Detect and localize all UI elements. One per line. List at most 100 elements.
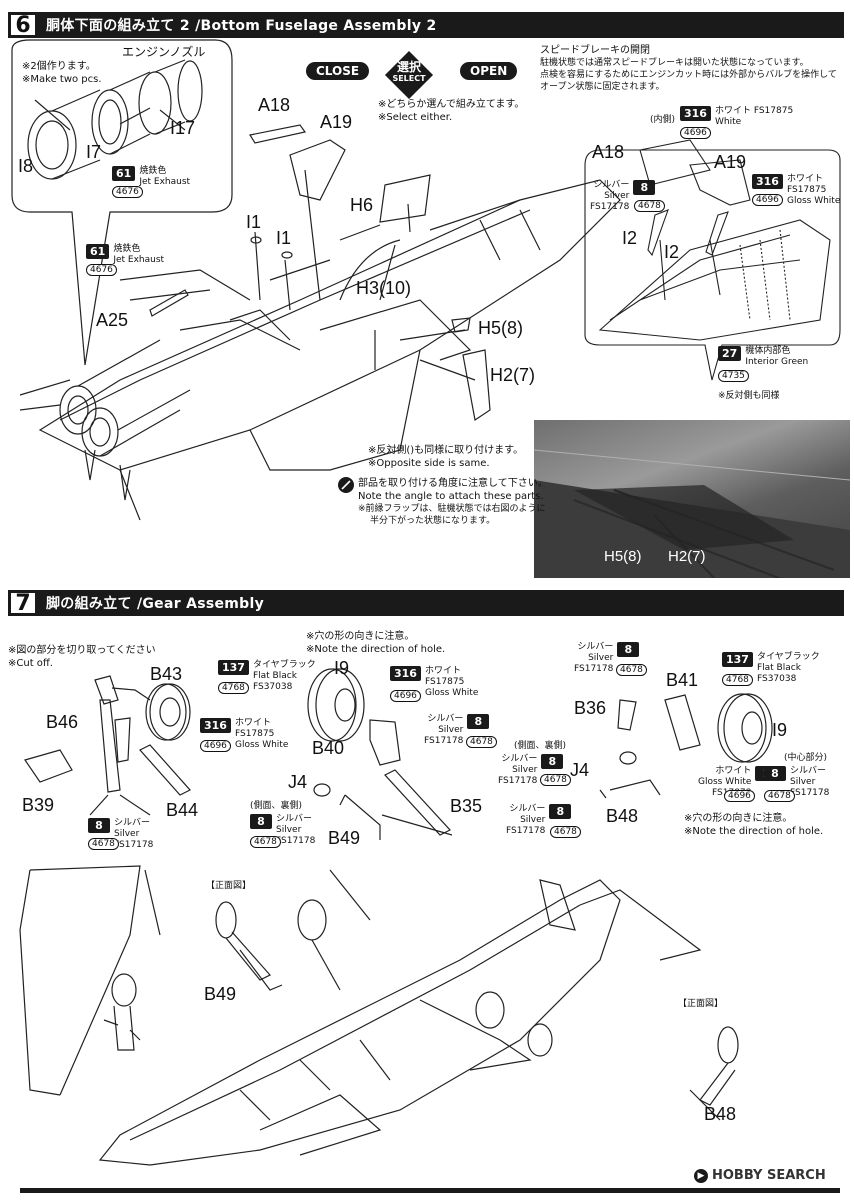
paint-en: Silver bbox=[438, 725, 464, 735]
paint-jp: ホワイト FS17875 bbox=[714, 106, 794, 116]
paint-fs: FS17178 bbox=[506, 826, 546, 836]
paint-jp: シルバー bbox=[577, 642, 614, 652]
part-a19-right: A19 bbox=[714, 152, 747, 172]
paint-en2: Gloss White bbox=[424, 688, 479, 698]
opposite-short: ※反対側も同様 bbox=[718, 391, 780, 401]
paint-en: White bbox=[714, 117, 742, 127]
step-6-header: 6 胴体下面の組み立て 2 /Bottom Fuselage Assembly … bbox=[8, 12, 844, 38]
paint-code: 4696 bbox=[680, 127, 711, 139]
paint-num: 316 bbox=[680, 106, 711, 121]
paint-en: Silver bbox=[512, 765, 538, 775]
part-b43: B43 bbox=[150, 664, 183, 684]
paint-fs: FS37038 bbox=[252, 682, 293, 692]
side-back-label-2: (側面、裏側) bbox=[514, 741, 567, 751]
part-a19: A19 bbox=[320, 112, 353, 132]
paint-jp: タイヤブラック bbox=[252, 660, 316, 670]
part-b41: B41 bbox=[666, 670, 699, 690]
part-a25: A25 bbox=[96, 310, 129, 330]
part-i17: I17 bbox=[170, 118, 196, 138]
paint-en: Jet Exhaust bbox=[139, 177, 191, 187]
paint-num: 61 bbox=[86, 244, 110, 259]
hole-note-jp-2: ※穴の形の向きに注意。 bbox=[684, 813, 793, 824]
paint-code: 4768 bbox=[218, 682, 249, 694]
paint-code: 4678 bbox=[250, 836, 281, 848]
paint-en: FS17875 bbox=[234, 729, 275, 739]
part-b39: B39 bbox=[22, 795, 55, 815]
part-b49-front: B49 bbox=[204, 984, 237, 1004]
step-7-number: 7 bbox=[8, 590, 38, 616]
paint-code: 4678 bbox=[634, 200, 665, 212]
part-h2: H2(7) bbox=[490, 365, 536, 385]
hobby-search-logo-icon: ▶ bbox=[694, 1168, 708, 1183]
part-b48-front: B48 bbox=[704, 1104, 737, 1124]
hole-note-jp: ※穴の形の向きに注意。 bbox=[306, 631, 415, 642]
part-h6: H6 bbox=[350, 195, 374, 215]
opposite-en: ※Opposite side is same. bbox=[368, 458, 490, 469]
paint-fs: FS17178 bbox=[590, 202, 630, 212]
part-a18: A18 bbox=[258, 95, 291, 115]
paint-en: FS17875 bbox=[424, 677, 465, 687]
paint-num: 8 bbox=[633, 180, 656, 195]
paint-code: 4735 bbox=[718, 370, 749, 382]
paint-num: 8 bbox=[541, 754, 564, 769]
paint-en: Silver bbox=[520, 815, 546, 825]
speedbrake-line-1: 駐機状態では通常スピードブレーキは開いた状態になっています。 bbox=[540, 58, 809, 68]
step-7-header: 7 脚の組み立て /Gear Assembly bbox=[8, 590, 844, 616]
front-view-label-2: 【正面図】 bbox=[678, 999, 724, 1009]
bottom-rule bbox=[20, 1188, 840, 1193]
part-h5: H5(8) bbox=[478, 318, 524, 338]
paint-jp: シルバー bbox=[276, 814, 313, 824]
flap-photo: H5(8) H2(7) bbox=[534, 420, 850, 578]
paint-jp: 機体内部色 bbox=[745, 346, 791, 356]
flap-line-1: ※前縁フラップは、駐機状態では右図のように bbox=[358, 504, 546, 514]
paint-en: Interior Green bbox=[745, 357, 809, 367]
paint-jp: ホワイト bbox=[234, 718, 271, 728]
paint-fs: FS17178 bbox=[276, 836, 316, 846]
part-i7: I7 bbox=[86, 142, 102, 162]
watermark: ▶ HOBBY SEARCH bbox=[694, 1168, 826, 1183]
select-jp: 選択 bbox=[396, 60, 421, 74]
angle-en: Note the angle to attach these parts. bbox=[358, 491, 544, 502]
angle-jp: 部品を取り付ける角度に注意して下さい。 bbox=[358, 478, 548, 489]
paint-code: 4678 bbox=[616, 664, 647, 676]
engine-nozzle-label: エンジンノズル bbox=[122, 45, 206, 59]
paint-fs: FS17178 bbox=[790, 788, 830, 798]
close-option-label: CLOSE bbox=[306, 62, 370, 80]
part-h5-photo: H5(8) bbox=[604, 548, 642, 565]
paint-code: 4678 bbox=[550, 826, 581, 838]
open-option-label: OPEN bbox=[460, 62, 518, 80]
paint-jp: 焼鉄色 bbox=[139, 166, 167, 176]
paint-fs: FS17178 bbox=[574, 664, 614, 674]
part-j4-a: J4 bbox=[288, 772, 308, 792]
paint-jp: シルバー bbox=[593, 180, 630, 190]
paint-num: 316 bbox=[752, 174, 783, 189]
paint-code: 4696 bbox=[200, 740, 231, 752]
paint-jp: タイヤブラック bbox=[756, 652, 820, 662]
part-b49: B49 bbox=[328, 828, 361, 848]
paint-en: Jet Exhaust bbox=[113, 255, 165, 265]
select-en: SELECT bbox=[392, 74, 426, 83]
paint-num: 61 bbox=[112, 166, 136, 181]
paint-num: 137 bbox=[722, 652, 753, 667]
paint-code: 4678 bbox=[466, 736, 497, 748]
paint-num: 316 bbox=[390, 666, 421, 681]
paint-num: 316 bbox=[200, 718, 231, 733]
paint-code: 4678 bbox=[764, 790, 795, 802]
opposite-jp: ※反対側()も同様に取り付けます。 bbox=[368, 445, 524, 456]
step-6-title: 胴体下面の組み立て 2 /Bottom Fuselage Assembly 2 bbox=[46, 18, 437, 34]
paint-en: Silver bbox=[114, 829, 140, 839]
part-b35: B35 bbox=[450, 796, 483, 816]
paint-num: 8 bbox=[549, 804, 572, 819]
side-back-label-1: (側面、裏側) bbox=[250, 801, 303, 811]
part-b44: B44 bbox=[166, 800, 199, 820]
make-two-jp: ※2個作ります。 bbox=[22, 61, 96, 72]
